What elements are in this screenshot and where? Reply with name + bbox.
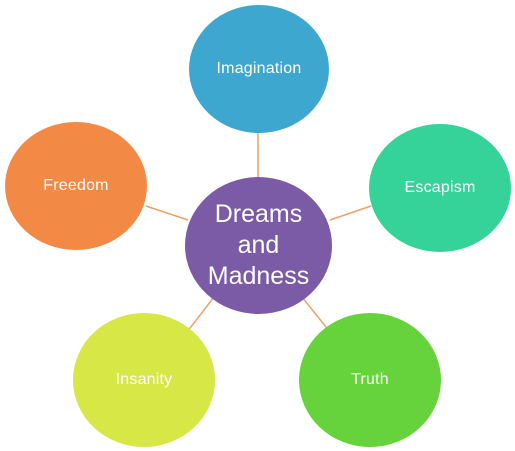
node-label: Escapism	[404, 179, 476, 196]
node-label: Imagination	[216, 60, 302, 77]
node-escapism: Escapism	[369, 124, 511, 252]
connector-freedom	[145, 205, 189, 221]
connector-escapism	[329, 205, 372, 221]
node-label: Insanity	[115, 371, 173, 388]
node-label: Truth	[351, 371, 389, 388]
node-freedom: Freedom	[5, 122, 147, 250]
node-imagination: Imagination	[189, 5, 329, 133]
connector-insanity	[186, 296, 215, 333]
node-insanity: Insanity	[73, 313, 215, 447]
node-truth: Truth	[299, 313, 441, 447]
connector-truth	[301, 296, 331, 333]
center-node: Dreams and Madness	[185, 177, 332, 314]
center-label: Dreams and Madness	[207, 200, 310, 290]
node-label: Freedom	[43, 177, 109, 194]
